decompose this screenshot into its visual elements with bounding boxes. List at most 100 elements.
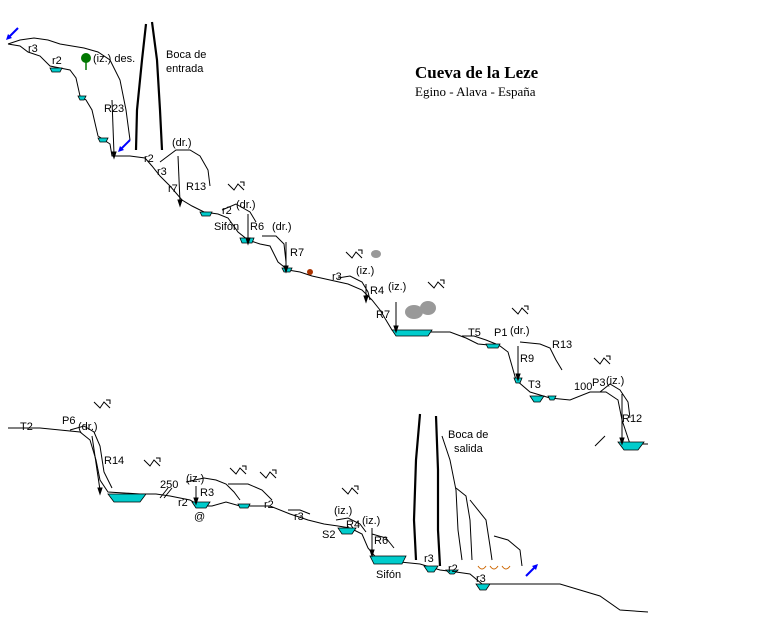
label-dr: (dr.) xyxy=(510,325,530,337)
cave-inner-wall-d xyxy=(337,275,371,301)
label-S2: S2 xyxy=(322,529,335,541)
label-iz: (iz.) xyxy=(388,281,406,293)
label-T3: T3 xyxy=(528,379,541,391)
label-r3: r3 xyxy=(28,43,38,55)
label-dr: (dr.) xyxy=(272,221,292,233)
drop-arrow xyxy=(283,242,289,274)
draft-arrow-icon xyxy=(511,305,529,315)
exit-shaft-left xyxy=(412,413,422,561)
exit-label-1: Boca de xyxy=(448,429,488,441)
pool-1 xyxy=(49,67,63,73)
cave-inner-wall-k xyxy=(335,517,367,533)
pool-8 xyxy=(485,343,501,349)
pool-17 xyxy=(369,555,407,565)
draft-arrow-icon xyxy=(427,279,445,289)
label-R7: R7 xyxy=(290,247,304,259)
break-mark xyxy=(163,487,173,499)
label-R13: R13 xyxy=(186,181,206,193)
pool-19 xyxy=(445,569,459,575)
cave-inner-wall-j xyxy=(288,509,311,515)
draft-arrow-icon xyxy=(593,355,611,365)
pool-20 xyxy=(475,583,491,591)
label-r2: r2 xyxy=(178,497,188,509)
draft-arrow-icon xyxy=(227,181,245,191)
label-dr: (dr.) xyxy=(172,137,192,149)
cave-inner-wall-c xyxy=(262,235,287,263)
label-r2: r2 xyxy=(448,563,458,575)
diagram-title: Cueva de la Leze xyxy=(415,63,539,82)
label-dr: (dr.) xyxy=(78,421,98,433)
pool-4 xyxy=(199,211,213,217)
label-r3: r3 xyxy=(424,553,434,565)
label-R23: R23 xyxy=(104,103,124,115)
drop-arrow xyxy=(111,99,117,160)
label-r3: r3 xyxy=(332,271,342,283)
cave-ceiling-bottom xyxy=(69,425,113,489)
cave-floor-top xyxy=(7,43,648,445)
entrance-arrow-icon xyxy=(6,27,19,40)
draft-arrow-icon xyxy=(341,485,359,495)
label-r3: r3 xyxy=(476,573,486,585)
drop-arrow xyxy=(363,284,369,304)
drop-arrow xyxy=(193,486,199,506)
label-at: @ xyxy=(194,511,205,523)
label-R6: R6 xyxy=(250,221,264,233)
cave-inner-wall-g xyxy=(599,383,631,419)
draft-arrow-icon xyxy=(93,399,111,409)
draft-arrow-icon xyxy=(229,465,247,475)
pool-3 xyxy=(97,137,109,143)
exit-arrow-icon xyxy=(525,564,538,577)
exit-shaft-right xyxy=(434,415,442,567)
drop-arrow xyxy=(369,528,375,558)
labels-top: r3 r2 (iz.) des. R23 r2 (dr.) r3 r7 R13 … xyxy=(28,43,642,425)
pool-13 xyxy=(107,493,147,503)
exit-wall-c xyxy=(469,499,493,561)
cave-inner-wall-i xyxy=(228,483,273,501)
label-P1: P1 xyxy=(494,327,507,339)
label-R6: R6 xyxy=(374,535,388,547)
diagram-subtitle: Egino - Alava - España xyxy=(415,84,536,99)
entrance-shaft-left xyxy=(134,23,148,151)
label-R12: R12 xyxy=(622,413,642,425)
label-r7: r7 xyxy=(168,183,178,195)
pool-2 xyxy=(77,95,87,101)
draft-arrow-icon xyxy=(345,249,363,259)
label-sifon: Sifón xyxy=(376,569,401,581)
label-R14: R14 xyxy=(104,455,124,467)
label-r2: r2 xyxy=(264,499,274,511)
draft-arrow-icon xyxy=(259,469,277,479)
entrance-label-2: entrada xyxy=(166,63,204,75)
rock-icon xyxy=(405,301,436,319)
drop-arrow xyxy=(393,302,399,334)
label-r2: r2 xyxy=(222,205,232,217)
exit-wall-b xyxy=(455,487,473,561)
entrance-arrow-icon xyxy=(118,139,131,152)
label-250: 250 xyxy=(160,479,178,491)
label-T2: T2 xyxy=(20,421,33,433)
pool-10 xyxy=(529,395,545,403)
break-mark xyxy=(159,487,169,499)
pool-11 xyxy=(547,395,557,401)
label-r3: r3 xyxy=(157,166,167,178)
entrance-shaft-right xyxy=(150,21,164,151)
label-T5: T5 xyxy=(468,327,481,339)
label-iz: (iz.) xyxy=(356,265,374,277)
drop-arrow xyxy=(619,394,625,446)
cave-ceiling-top xyxy=(7,37,131,141)
drop-arrow xyxy=(91,435,103,496)
tree-icon xyxy=(81,53,91,70)
pool-15 xyxy=(237,503,251,509)
rock-icon xyxy=(371,250,381,258)
label-R4: R4 xyxy=(370,285,384,297)
pool-12 xyxy=(617,441,645,451)
exit-label-2: salida xyxy=(454,443,484,455)
label-iz: (iz.) xyxy=(362,515,380,527)
drop-arrow xyxy=(177,155,183,208)
label-iz: (iz.) xyxy=(334,505,352,517)
drop-arrow xyxy=(245,214,251,246)
label-iz-des: (iz.) des. xyxy=(93,53,135,65)
cave-inner-wall-h xyxy=(185,477,241,501)
cave-inner-wall-f xyxy=(519,341,563,371)
label-sifon: Sifón xyxy=(214,221,239,233)
